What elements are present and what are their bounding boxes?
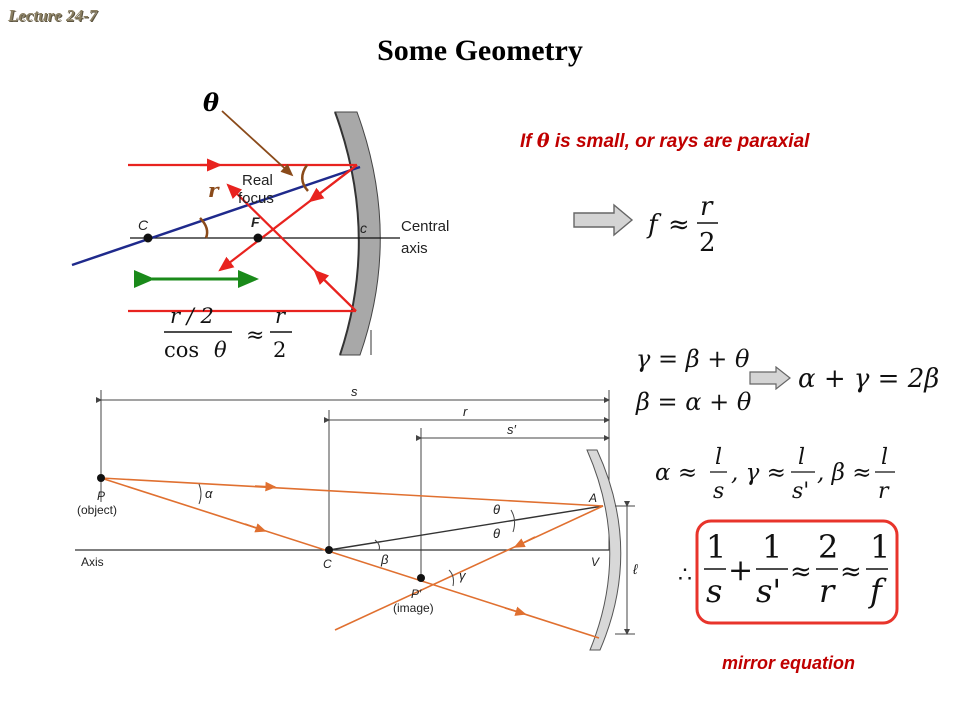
mirror-geometry-bottom-figure: s r s′ P (object) Axis C P′ (image) A V … — [75, 384, 638, 651]
theta-arc-center — [199, 217, 209, 239]
svg-text:f: f — [868, 572, 887, 610]
paraxial-condition: If θ is small, or rays are paraxial — [520, 130, 809, 153]
eq-2: 2 — [273, 338, 286, 360]
svg-text:1: 1 — [706, 528, 726, 566]
svg-text:(image): (image) — [393, 601, 434, 615]
lecture-label: Lecture 24-7 — [8, 6, 98, 25]
eq-approx: ≈ — [246, 323, 264, 348]
svg-text:≈: ≈ — [840, 557, 862, 587]
mirror-equation-border — [695, 519, 899, 625]
condition-theta: θ — [536, 130, 550, 152]
real-focus-label-2: focus — [238, 190, 274, 207]
svg-text:(object): (object) — [77, 503, 117, 517]
svg-text:α: α — [205, 486, 213, 501]
radius-line — [328, 505, 604, 551]
svg-text:θ: θ — [493, 526, 500, 541]
condition-suffix: is small, or rays are paraxial — [549, 131, 810, 152]
focal-relation: f ≈ r 2 — [573, 192, 718, 258]
svg-text:≈: ≈ — [790, 557, 812, 587]
svg-text:1: 1 — [870, 528, 890, 566]
central-axis-label-1: Central — [401, 218, 449, 235]
svg-text:l: l — [881, 445, 888, 470]
svg-text:γ: γ — [459, 568, 467, 583]
svg-text:C: C — [323, 557, 332, 571]
svg-text:r: r — [463, 404, 468, 419]
condition-prefix: If — [520, 131, 537, 152]
point-c-vertex-label: c — [360, 220, 367, 236]
svg-text:β: β — [380, 552, 389, 567]
eq-den-theta: θ — [214, 338, 227, 360]
ray-p-to-a — [100, 477, 604, 507]
gamma-equation: γ = β + θ — [636, 345, 750, 373]
focal-num: r — [700, 192, 714, 222]
svg-text:Axis: Axis — [81, 555, 104, 569]
reflected-ray-bottom-b — [313, 269, 357, 312]
svg-text:∴: ∴ — [678, 563, 692, 588]
eq-num: r / 2 — [170, 304, 214, 328]
focal-f: f — [646, 210, 662, 240]
point-c-dot — [143, 233, 153, 243]
central-axis-label-2: axis — [401, 240, 428, 257]
svg-text:, γ ≈: , γ ≈ — [731, 460, 786, 486]
svg-text:s: s — [713, 479, 724, 504]
svg-text:l: l — [798, 445, 805, 470]
svg-text:s′: s′ — [507, 422, 517, 437]
concave-mirror-top-figure: θ r Real focus C F c Central axis r / 2 … — [71, 88, 449, 360]
small-angle-approximations: α ≈ l s , γ ≈ l s' , β ≈ l r — [655, 445, 895, 504]
svg-text:1: 1 — [762, 528, 782, 566]
eq-den: cos — [164, 338, 199, 360]
point-f-label: F — [251, 214, 260, 230]
beta-equation: β = α + θ — [636, 388, 752, 416]
point-c-label: C — [138, 217, 149, 233]
mirror-surface — [334, 111, 360, 356]
mirror-equation-caption: mirror equation — [722, 653, 856, 673]
svg-text:A: A — [588, 491, 597, 505]
point-f-dot — [253, 233, 263, 243]
reflected-ray-top-b — [308, 164, 358, 203]
alpha-gamma-result: α + γ = 2β — [798, 364, 940, 394]
theta-pointer — [221, 110, 294, 177]
theta-label: θ — [203, 88, 219, 117]
svg-text:P: P — [97, 489, 105, 503]
mirror-bottom — [586, 449, 622, 651]
svg-text:ℓ: ℓ — [632, 561, 638, 577]
svg-text:s': s' — [756, 572, 781, 610]
mirror-shape — [334, 111, 381, 356]
arrow-right-icon — [573, 203, 634, 237]
svg-text:2: 2 — [818, 528, 838, 566]
theta-arc-mirror — [301, 164, 309, 192]
focal-den: 2 — [699, 228, 716, 258]
svg-text:, β ≈: , β ≈ — [817, 460, 872, 486]
svg-text:V: V — [591, 555, 600, 569]
svg-text:l: l — [715, 445, 722, 470]
r-label: r — [208, 178, 220, 202]
svg-text:θ: θ — [493, 502, 500, 517]
svg-text:r: r — [819, 572, 836, 610]
svg-text:α ≈: α ≈ — [655, 460, 697, 486]
svg-text:P′: P′ — [411, 587, 422, 601]
svg-text:s': s' — [792, 479, 809, 504]
focal-approx: ≈ — [668, 210, 690, 240]
real-focus-label-1: Real — [242, 172, 273, 189]
svg-text:s: s — [351, 384, 358, 399]
svg-text:+: + — [728, 553, 753, 588]
arrow-right-icon-2 — [749, 366, 791, 390]
mirror-equation-box: ∴ 1 s + 1 s' ≈ 2 r ≈ 1 f — [678, 519, 899, 625]
eq-r: r — [275, 304, 287, 328]
svg-text:r: r — [878, 479, 890, 504]
ray-a-reflect — [334, 505, 604, 631]
svg-text:s: s — [706, 572, 722, 610]
page-title: Some Geometry — [377, 34, 583, 67]
normal-ray — [71, 165, 361, 267]
